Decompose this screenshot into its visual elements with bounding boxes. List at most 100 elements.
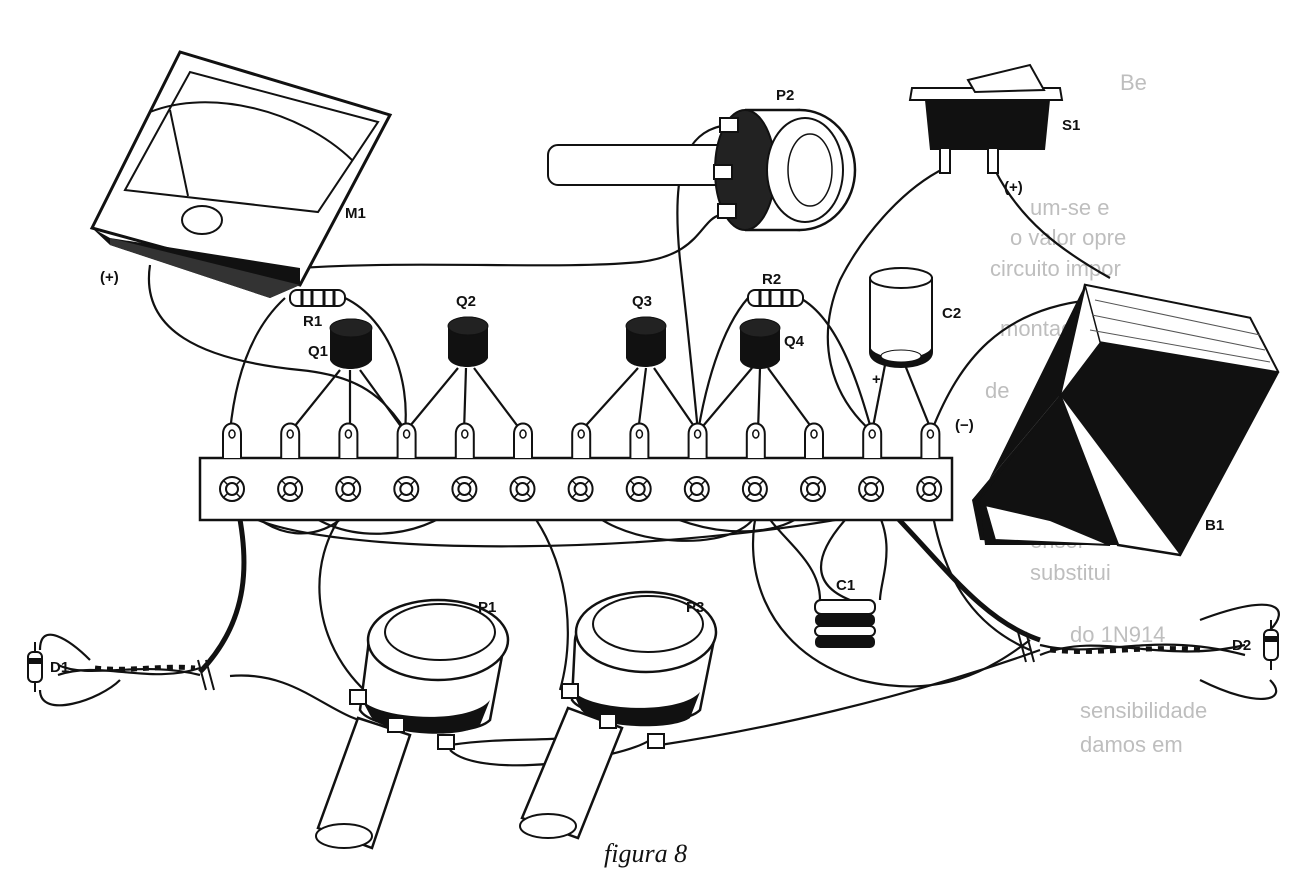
- pot-p1: P1: [315, 598, 510, 850]
- lug-eyelet: [519, 429, 527, 439]
- strip-hole-marks: [280, 479, 300, 499]
- battery-b1: B1: [972, 283, 1280, 557]
- diode-d1: D1: [27, 642, 69, 692]
- lug-eyelet: [286, 429, 294, 439]
- q4-label: Q4: [784, 333, 805, 350]
- c2-label: C2: [942, 305, 961, 322]
- resistor-r2: R2: [747, 271, 804, 307]
- lug-eyelet: [228, 429, 236, 439]
- bleed-text-12: damos em: [1080, 732, 1183, 757]
- d2-label: D2: [1232, 637, 1251, 654]
- terminal-lug: [745, 422, 766, 458]
- strip-hole-rivet: [689, 482, 704, 496]
- strip-hole-rivet: [806, 482, 820, 496]
- lug-eyelet: [344, 429, 353, 439]
- battery-minus-label: (−): [955, 417, 974, 434]
- bleed-text-4: circuito impor: [990, 256, 1121, 281]
- transistor-q4: Q4: [739, 318, 805, 369]
- terminal-lug: [862, 422, 883, 458]
- m1-label: M1: [345, 205, 366, 222]
- s1-label: S1: [1062, 117, 1080, 134]
- transistor-q3: Q3: [625, 293, 667, 367]
- bleed-through-text: Be um-se e o valor opre circuito impor m…: [985, 70, 1207, 757]
- c1-label: C1: [836, 577, 855, 594]
- terminal-lug: [280, 422, 301, 458]
- r2-label: R2: [762, 271, 781, 288]
- lug-eyelet: [693, 429, 702, 439]
- lug-eyelet: [868, 429, 876, 439]
- terminal-lug: [338, 422, 359, 458]
- strip-hole-marks: [512, 479, 533, 499]
- strip-hole-marks: [687, 479, 707, 499]
- transistor-q2: Q2: [447, 293, 489, 367]
- bleed-text-3: o valor opre: [1010, 225, 1126, 250]
- strip-hole-rivet: [457, 482, 472, 496]
- strip-hole-marks: [629, 479, 649, 499]
- lug-eyelet: [402, 429, 411, 439]
- c2-plus-label: +: [872, 371, 881, 388]
- strip-hole-rivet: [631, 482, 646, 496]
- terminal-lug: [629, 422, 650, 458]
- b1-label: B1: [1205, 517, 1224, 534]
- bleed-text-2: um-se e: [1030, 195, 1109, 220]
- terminal-lug: [804, 422, 824, 458]
- bleed-text-11: sensibilidade: [1080, 698, 1207, 723]
- strip-hole-marks: [861, 479, 881, 499]
- strip-hole-rivet: [283, 482, 298, 496]
- lug-eyelet: [635, 429, 644, 439]
- strip-hole-marks: [222, 479, 242, 499]
- lug-eyelet: [810, 429, 818, 439]
- d1-label: D1: [50, 659, 69, 676]
- r1-label: R1: [303, 313, 322, 330]
- strip-hole-rivet: [573, 482, 588, 496]
- s1-plus-label: (+): [1004, 179, 1023, 196]
- pot-p3: P3: [519, 590, 718, 840]
- lug-eyelet: [461, 429, 469, 439]
- transistor-q1: Q1: [308, 318, 373, 369]
- m1-plus-label: (+): [100, 269, 119, 286]
- figure-caption: figura 8: [604, 839, 687, 868]
- terminal-lug: [571, 422, 592, 458]
- strip-hole-rivet: [225, 482, 239, 496]
- capacitor-c1: C1: [814, 577, 876, 648]
- lug-eyelet: [577, 429, 585, 439]
- strip-hole-rivet: [341, 482, 356, 496]
- meter-m1: M1 (+): [89, 50, 393, 298]
- capacitor-c2: C2 + (−): [869, 267, 974, 434]
- bleed-text-6: de: [985, 378, 1009, 403]
- diode-d2: D2: [1232, 620, 1279, 670]
- bleed-text-9: substitui: [1030, 560, 1111, 585]
- lug-eyelet: [926, 429, 935, 439]
- p1-label: P1: [478, 599, 496, 616]
- lug-eyelet: [752, 429, 760, 439]
- strip-hole-rivet: [922, 482, 937, 496]
- terminal-lug: [222, 422, 242, 458]
- bleed-text-10: do 1N914: [1070, 622, 1165, 647]
- q2-label: Q2: [456, 293, 476, 310]
- resistor-r1: R1: [289, 289, 346, 330]
- strip-hole-rivet: [515, 482, 530, 496]
- terminal-lug: [687, 422, 708, 458]
- strip-hole-rivet: [747, 482, 762, 496]
- terminal-lugs: [222, 422, 941, 458]
- q3-label: Q3: [632, 293, 652, 310]
- switch-s1: S1 (+): [908, 63, 1080, 196]
- strip-hole-marks: [338, 479, 358, 499]
- terminal-lug: [920, 422, 941, 458]
- p3-label: P3: [686, 599, 704, 616]
- bleed-text-1: Be: [1120, 70, 1147, 95]
- pot-p2: P2: [547, 87, 857, 232]
- terminal-lug: [454, 422, 475, 458]
- strip-hole-rivet: [864, 482, 879, 496]
- p2-label: P2: [776, 87, 794, 104]
- strip-hole-marks: [571, 479, 591, 499]
- terminal-holes: [219, 476, 943, 502]
- terminal-lug: [513, 422, 533, 458]
- strip-hole-rivet: [399, 482, 414, 496]
- strip-hole-marks: [919, 479, 939, 499]
- terminal-lug: [396, 422, 417, 458]
- strip-hole-marks: [745, 479, 765, 499]
- strip-hole-marks: [396, 479, 416, 499]
- strip-hole-marks: [803, 479, 823, 499]
